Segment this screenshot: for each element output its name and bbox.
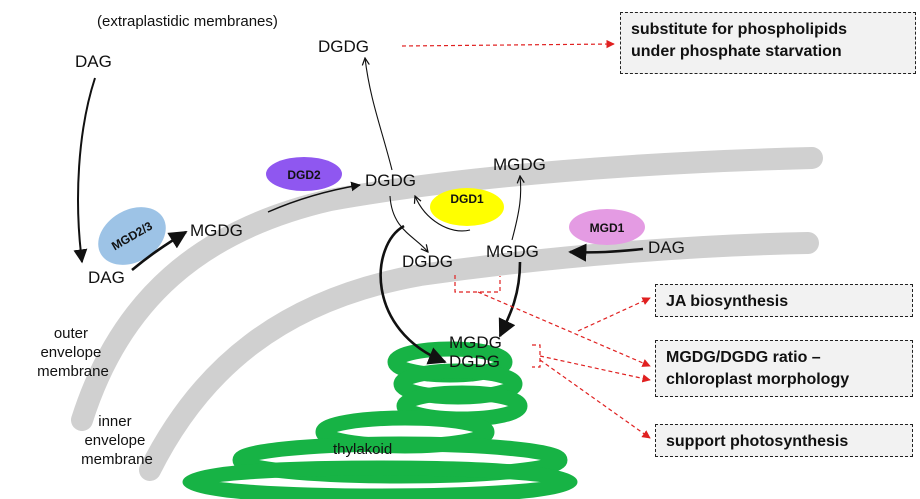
arrow-mgdg-inner-to-outer — [511, 176, 521, 241]
ratio-line-2: chloroplast morphology — [666, 370, 850, 388]
extraplastidic-label: (extraplastidic membranes) — [97, 13, 278, 30]
thylakoid-stack — [182, 341, 578, 499]
dgd2-label: DGD2 — [287, 168, 321, 182]
ja-biosynthesis-text: JA biosynthesis — [666, 293, 789, 310]
dgdg-inner: DGDG — [402, 252, 453, 271]
mgdg-outer-right: MGDG — [493, 155, 546, 174]
dgd1-label: DGD1 — [450, 192, 484, 206]
support-photosynthesis-text: support photosynthesis — [666, 433, 849, 450]
phospholipid-line-1: substitute for phospholipids — [631, 21, 847, 38]
red-arrow-photosynthesis — [539, 359, 651, 439]
arrow-dgdg-to-inner — [389, 195, 428, 252]
arrow-dag-down — [73, 77, 96, 264]
dgd1-enzyme — [430, 188, 504, 226]
thylakoid-bracket — [532, 344, 541, 368]
dag-outer: DAG — [88, 268, 125, 287]
red-arrow-ratio-from-thylakoid — [539, 355, 651, 383]
mgdg-inner: MGDG — [486, 242, 539, 261]
arrow-mgdg-to-dgdg-outer — [415, 196, 471, 232]
dgdg-outer: DGDG — [365, 171, 416, 190]
dgdg-top: DGDG — [318, 37, 369, 56]
arrow-dgdg-to-thylakoid — [379, 224, 447, 365]
mgdg-outer: MGDG — [190, 221, 243, 240]
mgdg-thylakoid: MGDG — [449, 333, 502, 352]
support-photosynthesis-box: support photosynthesis — [655, 424, 913, 457]
mgdg-dgdg-ratio-box: MGDG/DGDG ratio – chloroplast morphology — [655, 340, 913, 397]
inner-bracket — [454, 275, 501, 293]
arrow-mgdg-to-thylakoid — [498, 261, 522, 338]
arrow-dag-to-mgdg — [131, 230, 188, 271]
dgdg-thylakoid: DGDG — [449, 352, 500, 371]
phospholipid-line-2: under phosphate starvation — [631, 42, 842, 60]
outer-membrane-label: outer envelope membrane — [37, 325, 109, 380]
arrow-mgdg-to-dgdg — [267, 181, 361, 213]
dag-top: DAG — [75, 52, 112, 71]
mgd1-label: MGD1 — [590, 221, 625, 235]
inner-envelope-membrane — [139, 232, 819, 481]
arrow-dag-to-mgdg-inner — [568, 243, 644, 262]
red-arrow-ratio-from-inner — [477, 291, 651, 367]
thylakoid-label: thylakoid — [333, 441, 392, 458]
mgd23-enzyme — [98, 207, 166, 265]
ratio-line-1: MGDG/DGDG ratio – — [666, 349, 821, 366]
dgd2-enzyme — [266, 157, 342, 191]
dag-inner: DAG — [648, 238, 685, 257]
mgd1-enzyme — [569, 209, 645, 245]
red-arrow-phospholipid — [401, 39, 615, 49]
phospholipid-substitute-box: substitute for phospholipids under phosp… — [620, 12, 916, 74]
ja-biosynthesis-box: JA biosynthesis — [655, 284, 913, 317]
arrow-dgdg-to-extraplastidic — [365, 58, 393, 171]
inner-membrane-label: inner envelope membrane — [81, 413, 153, 468]
red-arrow-ja — [577, 297, 651, 332]
outer-envelope-membrane — [71, 147, 823, 431]
